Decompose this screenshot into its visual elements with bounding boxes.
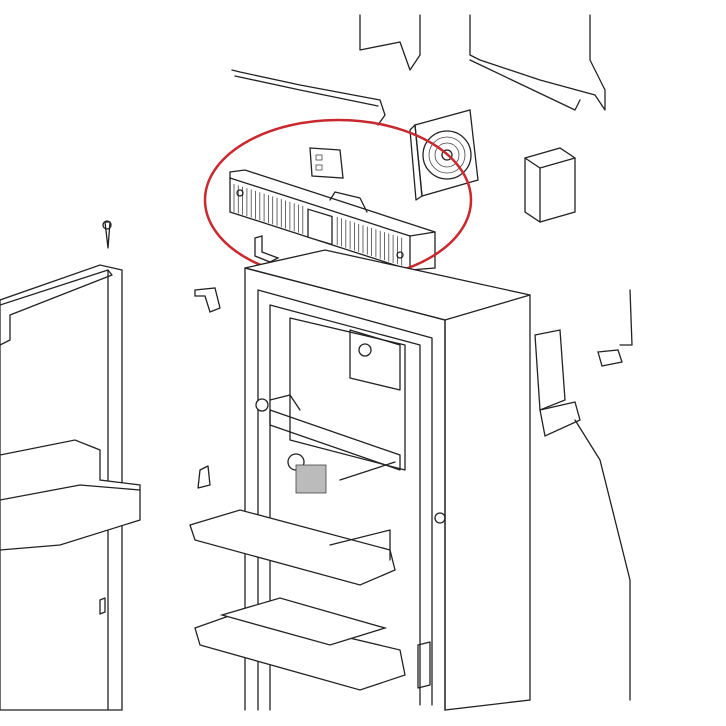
panel-grille [233,184,403,266]
wire-shelf-upper [189,509,396,586]
control-panel-assembly [229,169,436,271]
top-cover-part [359,14,606,111]
control-board [309,147,344,179]
gas-tube-part [231,69,386,126]
screw [102,220,112,249]
burner-assembly [534,289,633,701]
freezer-door [0,264,141,711]
power-module [524,147,576,223]
drip-tray [219,597,388,646]
clip-part [197,465,211,489]
wire-shelves [189,509,406,691]
refrigerator-cabinet [244,249,531,711]
cooling-fan [409,109,479,201]
